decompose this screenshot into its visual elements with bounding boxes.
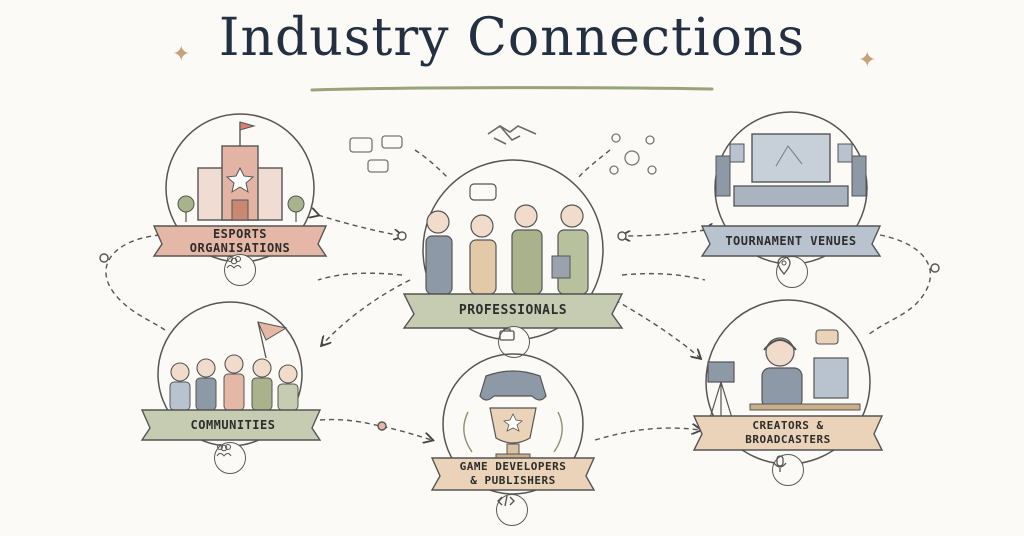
node-label-line1: GAME DEVELOPERS [459, 460, 567, 473]
briefcase-icon [498, 326, 530, 358]
streamer-setup-illustration [692, 299, 884, 465]
network-people-icon [609, 133, 657, 175]
link-venues-professionals [622, 230, 705, 236]
node-label: GAME DEVELOPERS& PUBLISHERS [442, 458, 584, 490]
page-title: Industry Connections [218, 8, 806, 68]
node-professionals: PROFESSIONALS [400, 158, 626, 358]
node-communities: COMMUNITIES [140, 301, 330, 480]
people-icon [214, 442, 246, 474]
link-communities-developers [319, 418, 432, 440]
controller-trophy-illustration [430, 353, 596, 495]
link-professionals-right [621, 272, 706, 281]
code-icon [496, 494, 528, 526]
node-tournament-venues: TOURNAMENT VENUES [696, 106, 886, 292]
link-developers-creators [594, 428, 700, 441]
node-label-line1: CREATORS & [752, 419, 824, 432]
chat-bubbles-icon [349, 135, 403, 173]
link-professionals-communities [322, 279, 411, 345]
link-professionals-left [317, 272, 403, 281]
node-label-line2: BROADCASTERS [745, 433, 831, 446]
location-pin-icon [776, 256, 808, 288]
link-esports-professionals [318, 215, 402, 236]
node-label: CREATORS &BROADCASTERS [706, 416, 870, 450]
group-icon [224, 254, 256, 286]
node-label: COMMUNITIES [190, 418, 276, 432]
sparkle-icon: ✦ [172, 42, 191, 67]
node-label: ESPORTS ORGANISATIONS [189, 227, 291, 255]
node-game-developers: GAME DEVELOPERS& PUBLISHERS [428, 352, 598, 532]
microphone-icon [772, 454, 804, 486]
node-label-line2: & PUBLISHERS [470, 474, 556, 487]
esports-building-illustration [152, 113, 328, 263]
professionals-handshake-illustration [402, 159, 624, 341]
link-venues-creators [867, 234, 932, 336]
community-crowd-illustration [140, 301, 322, 447]
node-label: TOURNAMENT VENUES [725, 234, 857, 248]
link-professionals-venues-top [577, 149, 611, 179]
link-professionals-creators [614, 299, 700, 358]
arena-stage-illustration [700, 111, 882, 265]
node-label: PROFESSIONALS [458, 303, 568, 318]
sparkle-icon: ✦ [858, 48, 877, 73]
link-professionals-esports-top [414, 149, 449, 179]
node-creators-broadcasters: CREATORS &BROADCASTERS [690, 299, 886, 500]
title-underline [310, 86, 714, 92]
handshake-icon [487, 125, 537, 145]
link-esports-communities [105, 234, 166, 331]
node-esports-organisations: ESPORTS ORGANISATIONS [150, 108, 330, 288]
